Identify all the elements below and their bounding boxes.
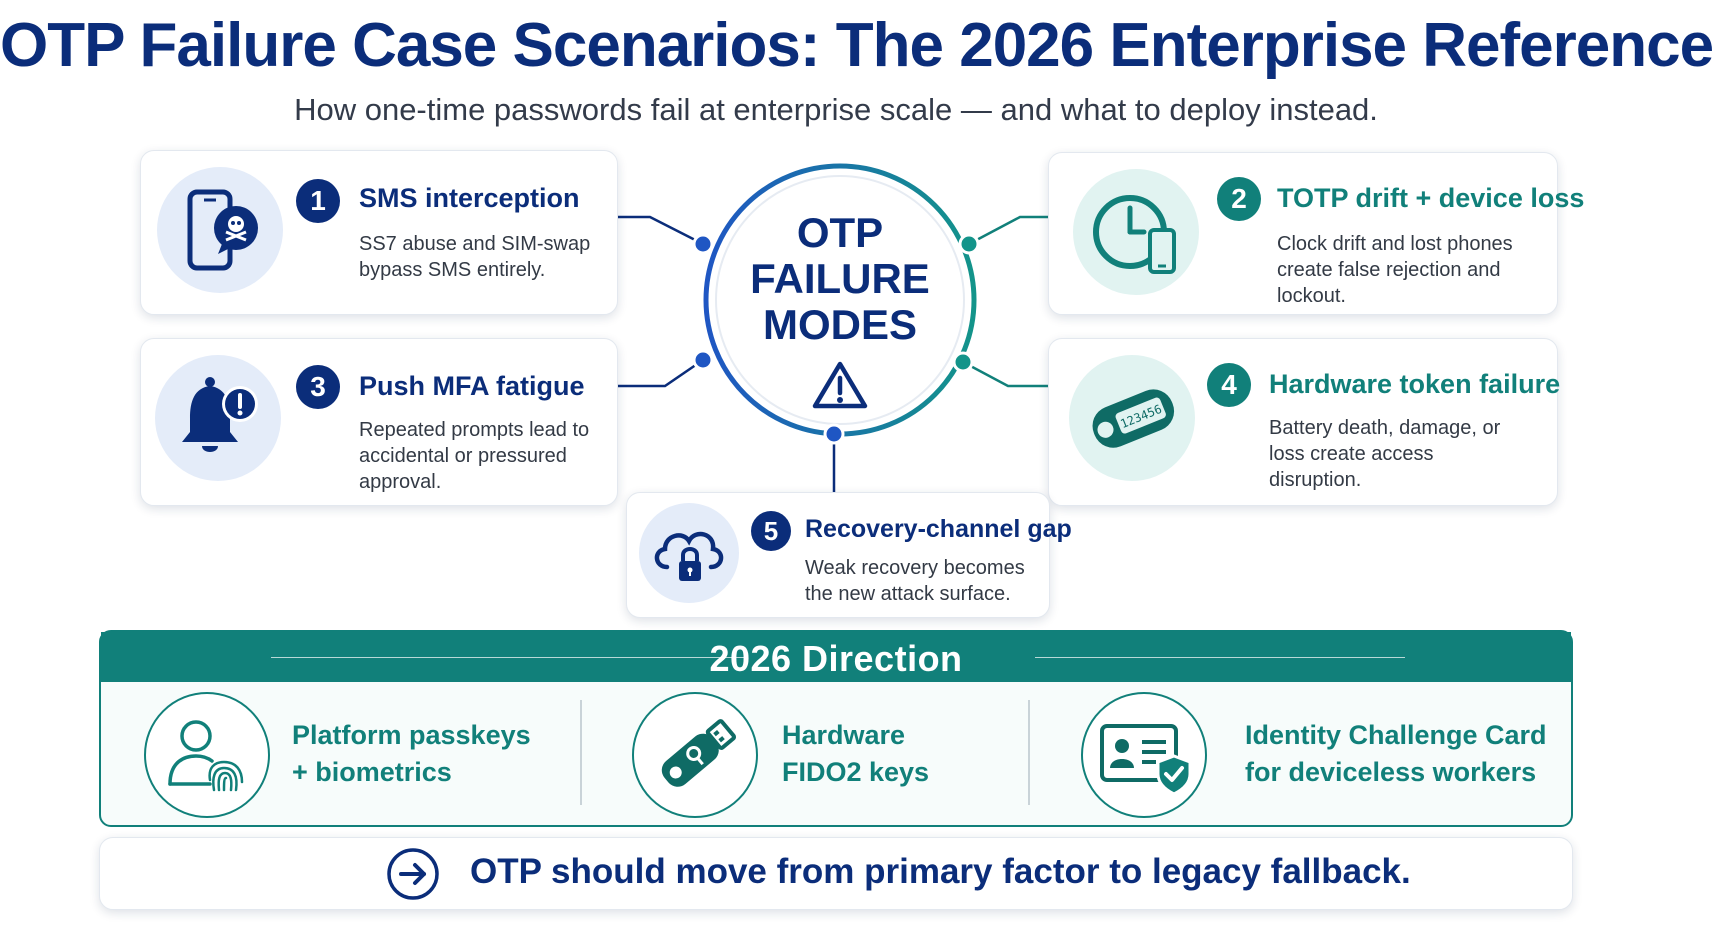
option-line-2: FIDO2 keys (782, 757, 930, 787)
hub-line-2: FAILURE (750, 255, 930, 302)
hub-line-1: OTP (796, 209, 884, 256)
card-number: 3 (296, 365, 340, 409)
card-icon-circle: 123456 (1069, 355, 1195, 481)
connector-3 (618, 358, 704, 388)
divider (271, 657, 745, 658)
failure-card-totp: 2 TOTP drift + device loss Clock drift a… (1048, 152, 1584, 315)
direction-option-fido2: Hardware FIDO2 keys (632, 692, 1012, 822)
card-title: Recovery-channel gap (805, 515, 1072, 543)
direction-header: 2026 Direction (101, 632, 1571, 682)
option-icon-circle (144, 692, 270, 818)
hub-title: OTP FAILURE MODES (700, 210, 980, 348)
card-number: 2 (1217, 177, 1261, 221)
option-text: Hardware FIDO2 keys (782, 717, 929, 791)
divider (1035, 657, 1405, 658)
connector-2 (968, 215, 1048, 246)
card-description: Battery death, damage, or loss create ac… (1269, 417, 1501, 491)
connector-1 (618, 215, 704, 246)
direction-title: 2026 Direction (709, 638, 963, 679)
card-title: TOTP drift + device loss (1277, 183, 1585, 213)
direction-panel: 2026 Direction Platform passkeys + biome… (99, 630, 1573, 827)
footer-text: OTP should move from primary factor to l… (470, 852, 1411, 891)
option-text: Platform passkeys + biometrics (292, 717, 531, 791)
failure-card-recovery: 5 Recovery-channel gap Weak recovery bec… (626, 492, 1072, 618)
card-title: SMS interception (359, 183, 580, 213)
connector-4 (962, 360, 1048, 388)
cloud-lock-icon (654, 531, 724, 581)
hub-circle: OTP FAILURE MODES (692, 160, 980, 445)
page-title: OTP Failure Case Scenarios: The 2026 Ent… (0, 11, 1713, 80)
divider (580, 700, 582, 805)
divider (1028, 700, 1030, 805)
card-number: 5 (751, 511, 791, 551)
card-number: 4 (1207, 363, 1251, 407)
hub-line-3: MODES (762, 301, 917, 348)
usb-key-icon (661, 719, 737, 787)
option-icon-circle (1081, 692, 1207, 818)
card-title: Push MFA fatigue (359, 371, 585, 401)
card-icon-circle (157, 167, 283, 293)
failure-card-hardware: 123456 4 Hardware token failure Battery … (1048, 338, 1561, 506)
option-line-2: + biometrics (292, 757, 452, 787)
option-line-1: Platform passkeys (292, 720, 531, 750)
card-icon-circle (155, 355, 281, 481)
option-text: Identity Challenge Card for deviceless w… (1245, 717, 1547, 791)
card-description: SS7 abuse and SIM-swap bypass SMS entire… (359, 233, 591, 281)
card-icon-circle (1073, 169, 1199, 295)
arrow-right-circle-icon (387, 848, 439, 900)
footer-callout: OTP should move from primary factor to l… (99, 837, 1573, 910)
direction-option-passkeys: Platform passkeys + biometrics (144, 692, 564, 822)
id-card-shield-icon (1100, 724, 1192, 796)
direction-option-idcard: Identity Challenge Card for deviceless w… (1081, 692, 1561, 822)
card-description: Weak recovery becomes the new attack sur… (805, 557, 1025, 605)
option-line-1: Hardware (782, 720, 906, 750)
option-line-2: for deviceless workers (1245, 757, 1537, 787)
warning-icon (812, 361, 868, 409)
card-title: Hardware token failure (1269, 369, 1561, 399)
option-icon-circle (632, 692, 758, 818)
user-fingerprint-icon (168, 720, 244, 792)
card-description: Repeated prompts lead to accidental or p… (359, 419, 590, 493)
failure-card-push: 3 Push MFA fatigue Repeated prompts lead… (140, 338, 618, 506)
hardware-token-icon: 123456 (1092, 389, 1175, 448)
card-icon-circle (639, 503, 739, 603)
clock-phone-icon (1093, 195, 1176, 274)
card-number: 1 (296, 179, 340, 223)
option-line-1: Identity Challenge Card (1245, 720, 1547, 750)
bell-alert-icon (182, 377, 258, 452)
phone-skull-icon (187, 189, 258, 271)
card-description: Clock drift and lost phones create false… (1277, 233, 1513, 307)
connector-lines (618, 215, 1048, 492)
page-subtitle: How one-time passwords fail at enterpris… (294, 92, 1378, 127)
failure-card-sms: 1 SMS interception SS7 abuse and SIM-swa… (140, 150, 618, 315)
